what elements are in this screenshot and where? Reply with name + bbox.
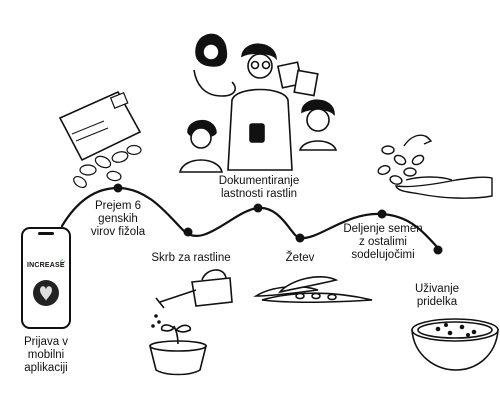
app-brand-text: INCREASE: [27, 262, 65, 269]
hand-with-seeds-icon: [377, 134, 493, 199]
milestone-dot-receive: [113, 183, 123, 193]
bean-pods-icon: [253, 276, 373, 304]
family-with-phone-icon: [178, 33, 338, 173]
smartphone-icon: [21, 227, 71, 329]
milestone-dot-enjoy: [433, 245, 443, 255]
milestone-dot-harvest: [295, 233, 305, 243]
milestone-dot-document: [253, 203, 263, 213]
soup-bowl-icon: [411, 318, 499, 371]
envelope-with-beans-icon: [58, 90, 142, 189]
step-label-harvest: Žetev: [285, 252, 315, 264]
watering-can-seedling-icon: [148, 269, 233, 376]
step-label-care: Skrb za rastline: [151, 252, 231, 264]
milestone-dot-share: [377, 209, 387, 219]
milestone-dot-care: [183, 227, 193, 237]
